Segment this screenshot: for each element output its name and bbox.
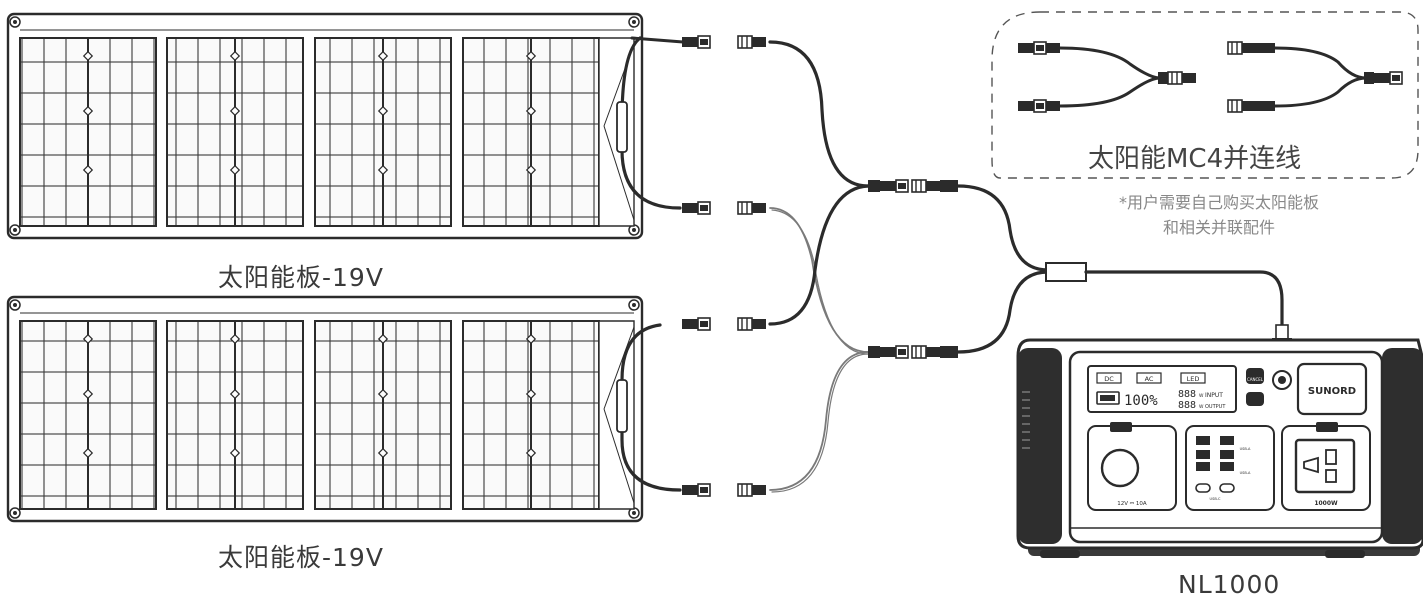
usb-c-label: USB-C xyxy=(1210,497,1221,501)
usb-a-label-1: USB-A xyxy=(1240,447,1251,451)
panel-label-top: 太阳能板-19V xyxy=(218,263,384,292)
lcd-output-label: OUTPUT xyxy=(1205,404,1226,410)
purchase-note-line1: *用户需要自己购买太阳能板 xyxy=(1118,193,1319,212)
cancel-label: CANCEL xyxy=(1247,377,1264,382)
mc4-connectors xyxy=(681,35,958,497)
purchase-note: *用户需要自己购买太阳能板 和相关并联配件 xyxy=(1078,190,1360,240)
usb-a-label-2: USB-A xyxy=(1240,471,1251,475)
power-station xyxy=(1016,338,1423,558)
purchase-note-line2: 和相关并联配件 xyxy=(1162,218,1275,237)
solar-panel-top xyxy=(6,12,644,240)
ac-power-label: 1000W xyxy=(1314,500,1338,507)
lcd-led-label: LED xyxy=(1187,375,1200,383)
panel-label-bottom: 太阳能板-19V xyxy=(218,543,384,572)
lcd-output-value: 888 xyxy=(1178,400,1196,411)
brand-logo: SUNORD xyxy=(1308,386,1356,397)
lcd-ac-label: AC xyxy=(1145,375,1154,383)
lcd-dc-label: DC xyxy=(1104,375,1114,383)
cable-title: 太阳能MC4并连线 xyxy=(1088,144,1302,174)
lcd-input-unit: W xyxy=(1199,393,1204,399)
dc-port-label: 12V ⎓ 10A xyxy=(1117,501,1147,507)
solar-panel-bottom xyxy=(6,295,644,523)
lcd-input-value: 888 xyxy=(1178,389,1196,400)
lcd-percent: 100% xyxy=(1124,393,1158,409)
model-label: NL1000 xyxy=(1178,570,1281,599)
lcd-input-label: INPUT xyxy=(1205,392,1223,399)
lcd-output-unit: W xyxy=(1199,404,1204,410)
mc4-cable-inset xyxy=(991,11,1419,179)
